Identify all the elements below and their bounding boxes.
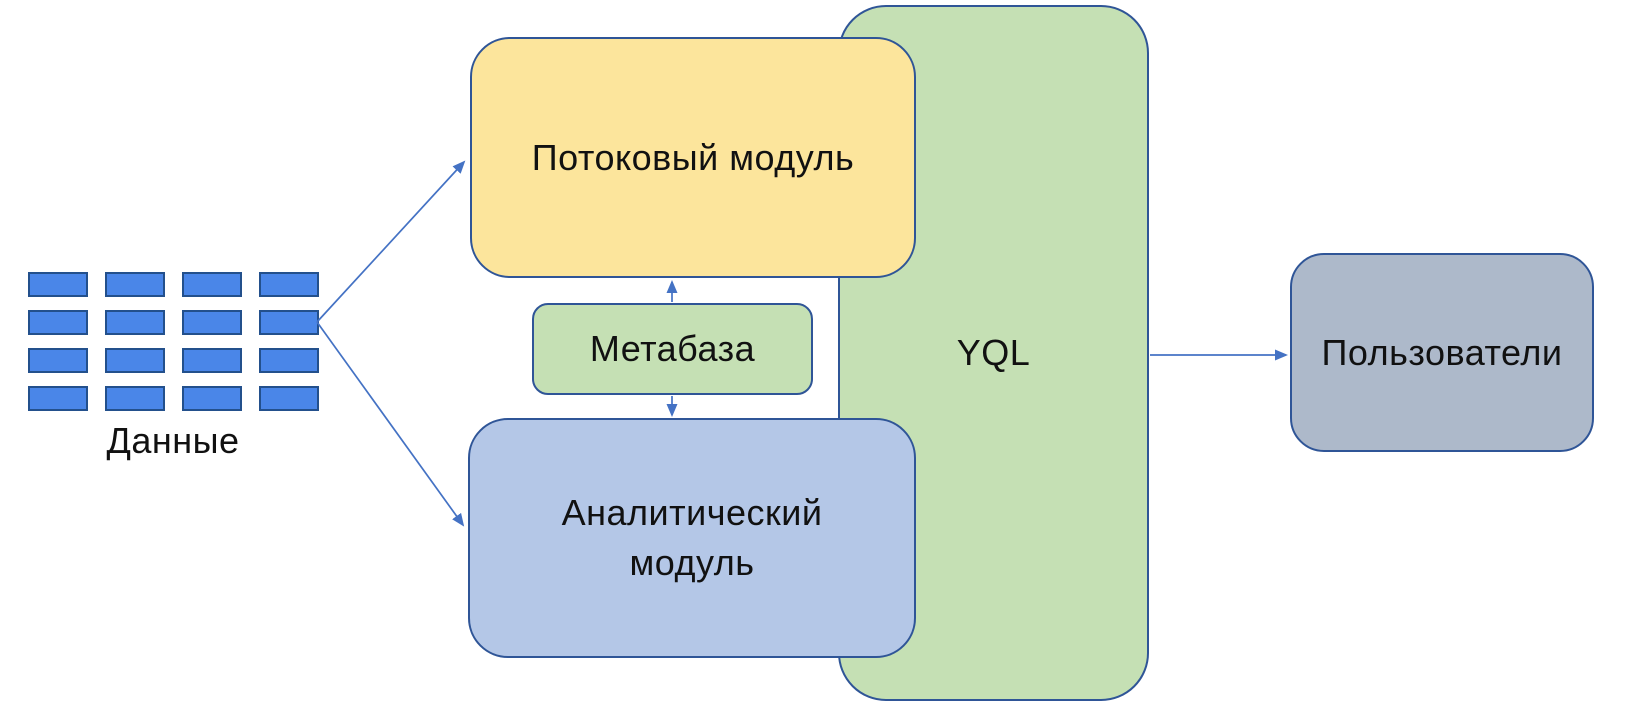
data-block [259, 386, 319, 411]
data-block [105, 272, 165, 297]
edge-data-to-analytical [316, 321, 465, 527]
data-block [259, 348, 319, 373]
data-block [105, 310, 165, 335]
data-grid [28, 272, 319, 411]
data-block [182, 310, 242, 335]
node-yql-label: YQL [956, 332, 1031, 374]
data-grid-label: Данные [106, 420, 240, 461]
data-block [28, 386, 88, 411]
data-block [182, 386, 242, 411]
data-block [182, 272, 242, 297]
data-block [28, 272, 88, 297]
node-streaming-module: Потоковый модуль [470, 37, 916, 278]
data-block [28, 310, 88, 335]
node-analytical-module-label: Аналитический модуль [561, 492, 823, 583]
data-block [182, 348, 242, 373]
data-block [28, 348, 88, 373]
data-block [105, 386, 165, 411]
data-block [259, 310, 319, 335]
edge-data-to-streaming [316, 160, 466, 323]
node-users: Пользователи [1290, 253, 1594, 452]
node-streaming-module-label: Потоковый модуль [531, 136, 855, 178]
node-users-label: Пользователи [1321, 331, 1563, 373]
node-metabase-label: Метабаза [589, 328, 756, 370]
node-metabase: Метабаза [532, 303, 813, 395]
node-analytical-module: Аналитический модуль [468, 418, 916, 658]
data-block [105, 348, 165, 373]
data-block [259, 272, 319, 297]
